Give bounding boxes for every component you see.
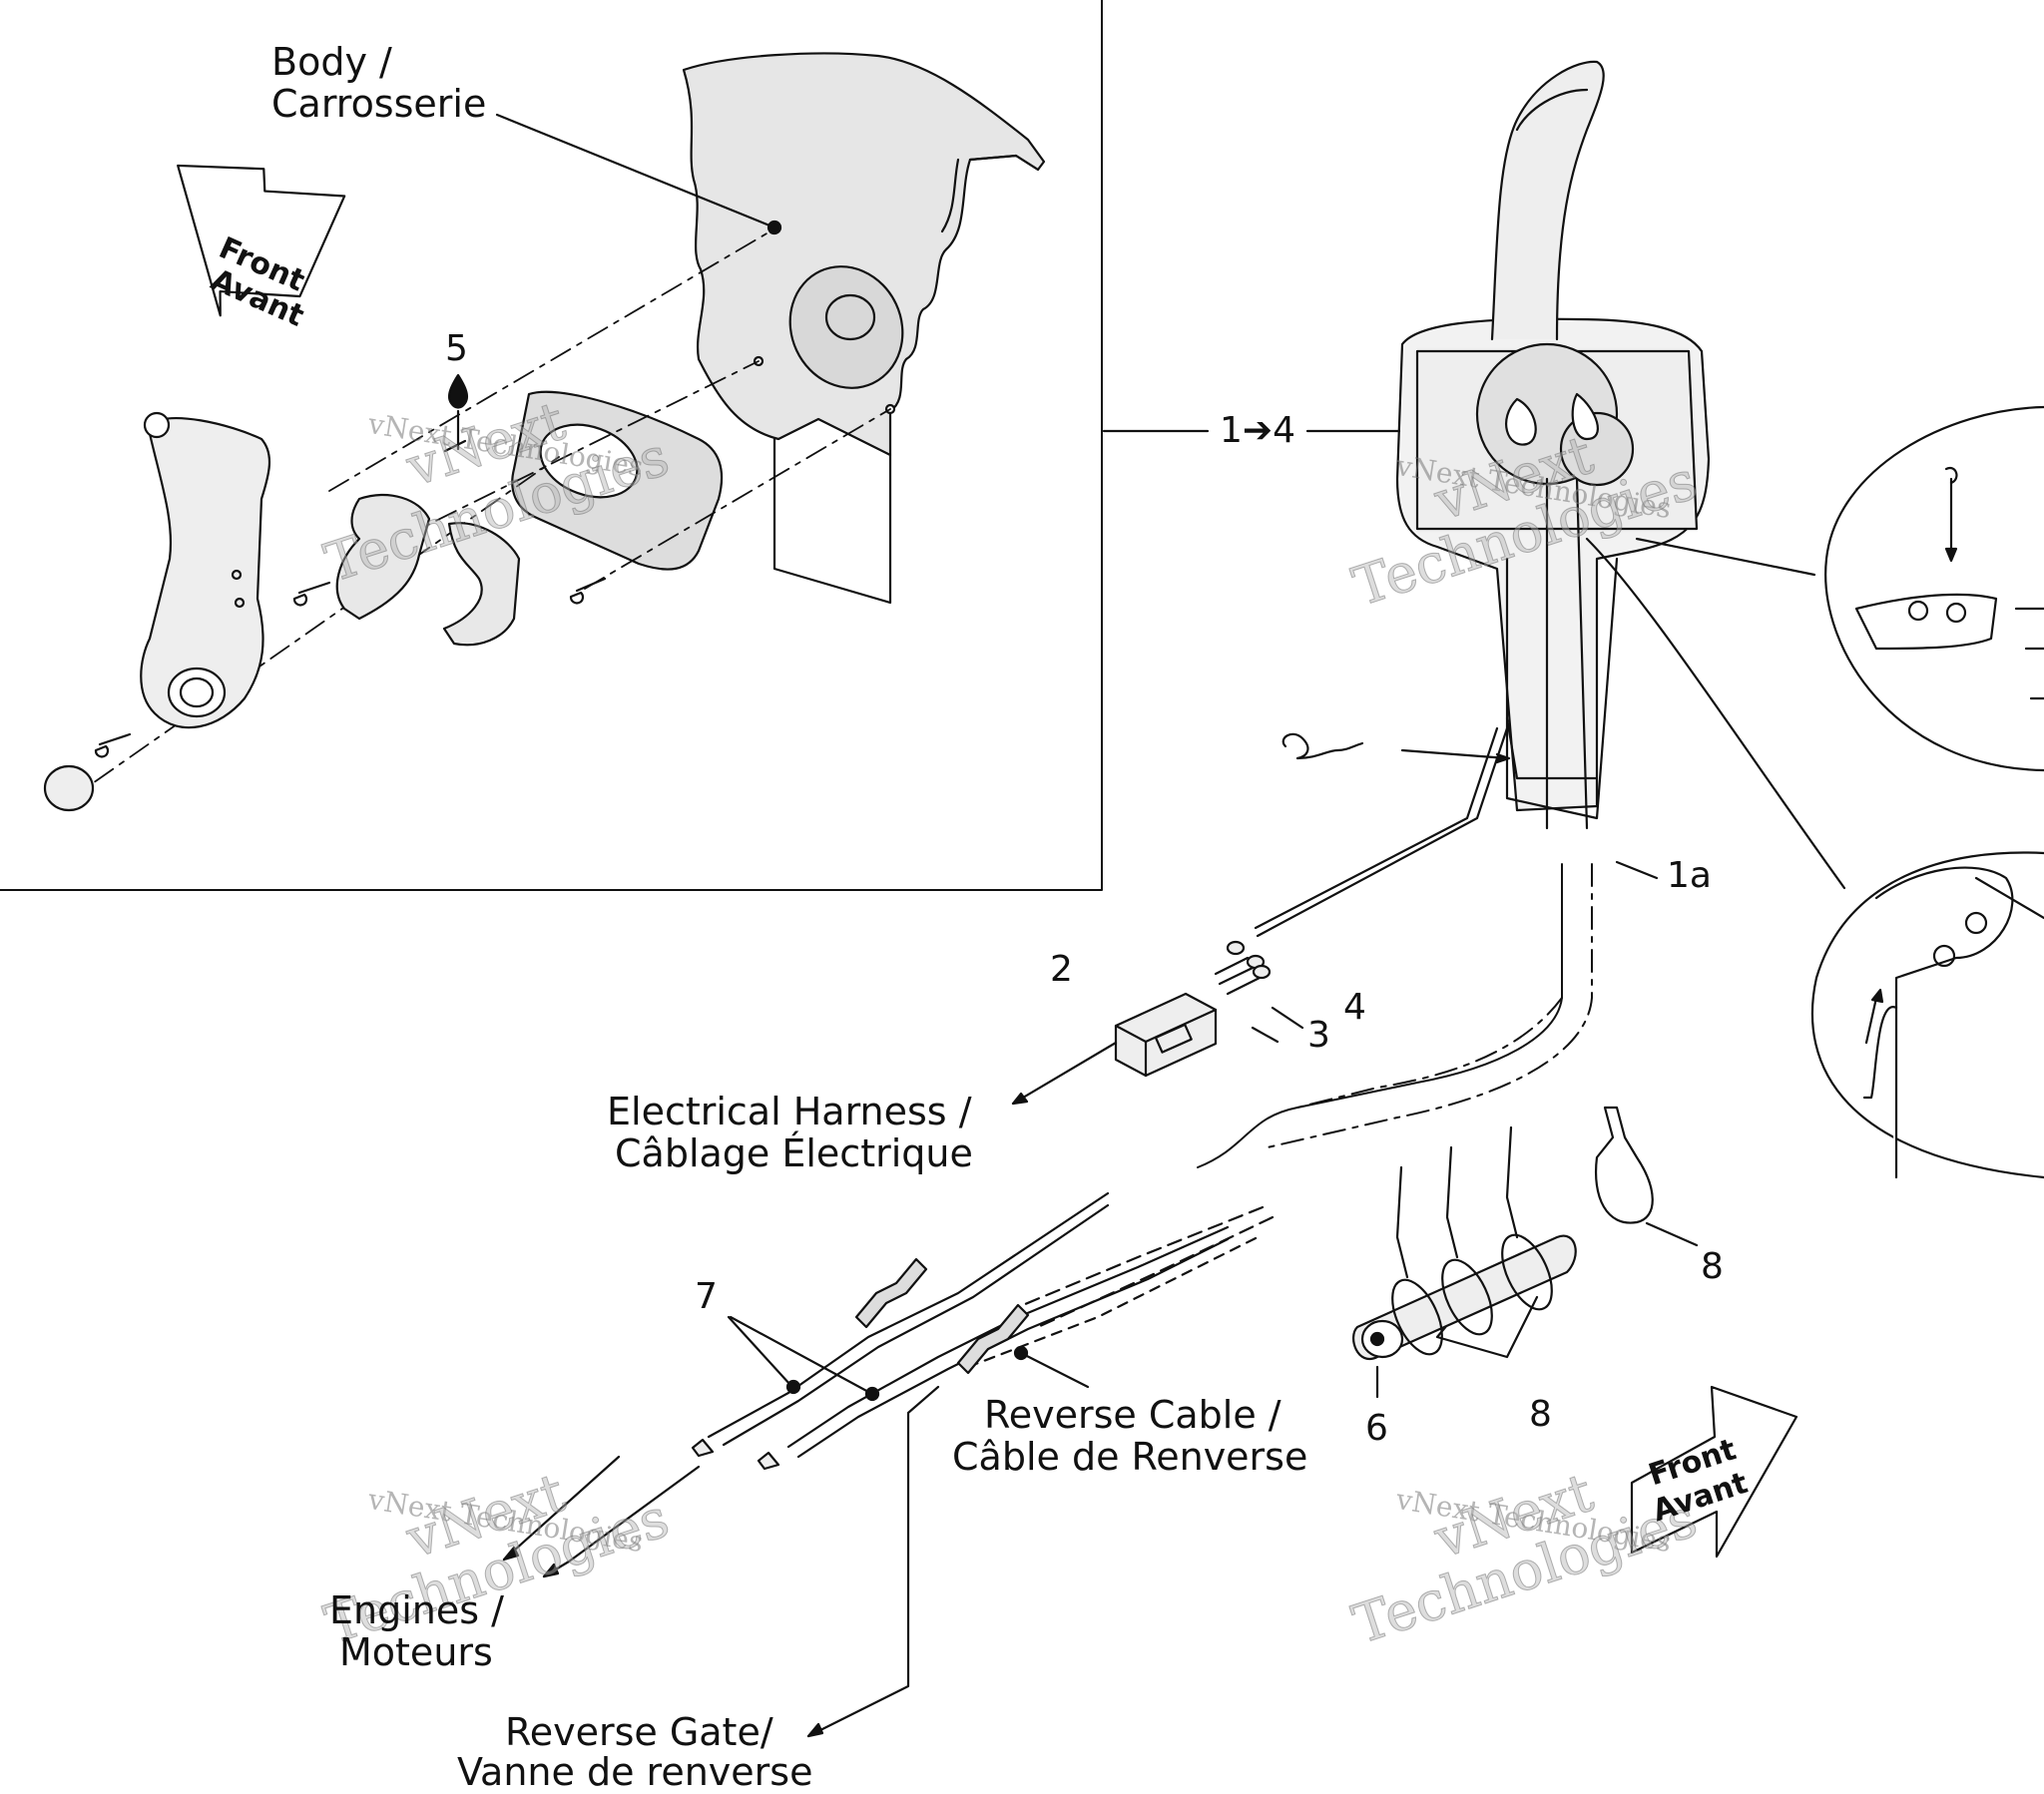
body-leader bbox=[495, 113, 776, 229]
cable-sleeve bbox=[1197, 863, 1563, 1168]
label-part-4: 4 bbox=[1343, 987, 1366, 1028]
label-part-6: 6 bbox=[1365, 1408, 1388, 1449]
label-cable-renverse: Câble de Renverse bbox=[952, 1435, 1308, 1479]
detail-circle-1 bbox=[1824, 405, 2044, 772]
cable-tie-icon bbox=[1595, 1106, 1654, 1224]
grease-drop-icon bbox=[447, 373, 469, 409]
label-vanne: Vanne de renverse bbox=[457, 1750, 813, 1794]
body-panel bbox=[682, 52, 1046, 605]
label-body: Body / bbox=[271, 40, 392, 84]
harness-wire bbox=[1256, 726, 1509, 938]
label-reverse-cable: Reverse Cable / bbox=[984, 1393, 1281, 1437]
connector-2 bbox=[1114, 992, 1218, 1078]
clip bbox=[442, 522, 521, 647]
label-part-1-4: 1➔4 bbox=[1220, 410, 1295, 451]
front-arrow-icon-2 bbox=[1630, 1385, 1798, 1559]
label-part-1a: 1a bbox=[1667, 855, 1712, 896]
label-carrosserie: Carrosserie bbox=[271, 82, 487, 126]
label-part-8: 8 bbox=[1701, 1246, 1724, 1287]
label-reverse-gate: Reverse Gate/ bbox=[505, 1710, 773, 1754]
detail-circle-2 bbox=[1810, 851, 2044, 1179]
front-arrow-icon bbox=[177, 164, 346, 317]
label-moteurs: Moteurs bbox=[339, 1630, 493, 1674]
label-part-8: 8 bbox=[1529, 1394, 1552, 1435]
lever-grip bbox=[1490, 60, 1605, 341]
label-part-5: 5 bbox=[445, 328, 468, 369]
bezel-plate bbox=[511, 390, 724, 571]
cap bbox=[43, 764, 95, 812]
label-part-2: 2 bbox=[1050, 949, 1073, 990]
terminals-3-4 bbox=[1214, 940, 1272, 996]
cotter-pin-icon bbox=[1281, 732, 1364, 760]
inset-frame bbox=[0, 0, 1103, 891]
label-cablage: Câblage Électrique bbox=[615, 1131, 973, 1175]
label-part-3: 3 bbox=[1307, 1015, 1330, 1056]
throttle-handle bbox=[140, 411, 271, 729]
control-box bbox=[1395, 317, 1711, 830]
throttle-cables bbox=[691, 1191, 1275, 1471]
label-engines: Engines / bbox=[329, 1588, 504, 1632]
clip bbox=[335, 494, 431, 621]
label-harness: Electrical Harness / bbox=[607, 1090, 972, 1133]
cable-ties-bundle bbox=[1352, 1125, 1577, 1361]
label-part-7: 7 bbox=[695, 1276, 718, 1317]
screw-icon bbox=[94, 439, 607, 758]
